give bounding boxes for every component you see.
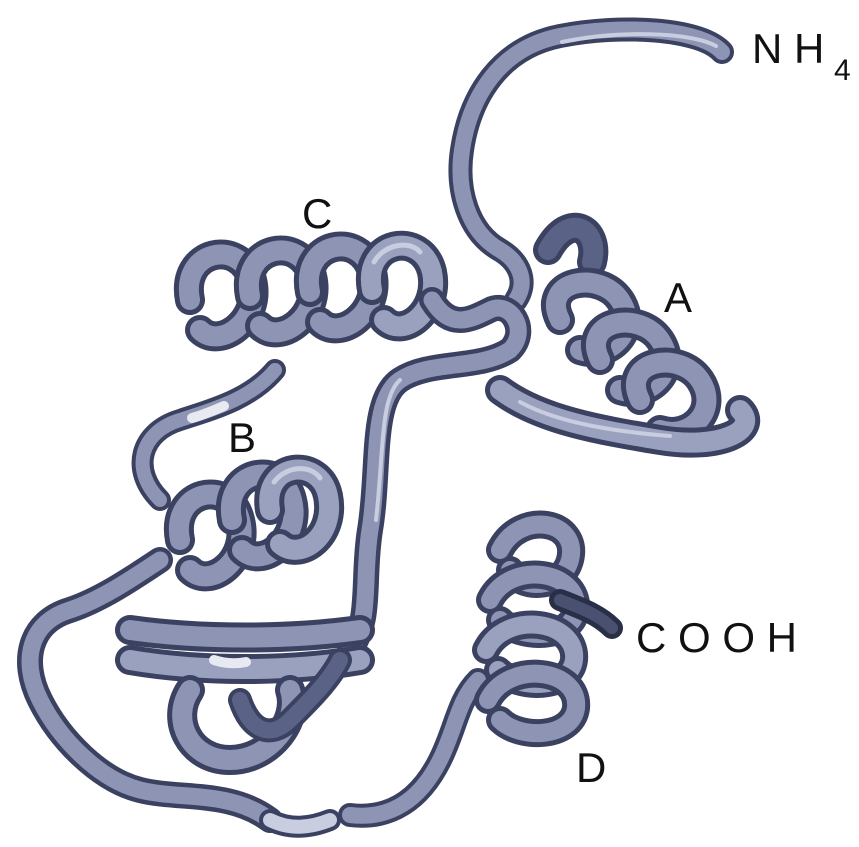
- label-c-terminus: C O O H: [636, 614, 797, 661]
- helix-a: [500, 228, 745, 443]
- label-n-terminus: N H: [752, 25, 824, 72]
- label-n-terminus-subscript: 4: [834, 54, 851, 87]
- helix-b: [179, 469, 329, 577]
- label-helix-a: A: [664, 274, 692, 321]
- helix-d: [486, 525, 612, 734]
- label-helix-c: C: [302, 190, 332, 237]
- label-helix-b: B: [228, 414, 256, 461]
- helix-c: [189, 245, 433, 336]
- lower-left-bundle: [30, 560, 360, 827]
- label-helix-d: D: [576, 744, 606, 791]
- loop-to-d: [350, 680, 478, 816]
